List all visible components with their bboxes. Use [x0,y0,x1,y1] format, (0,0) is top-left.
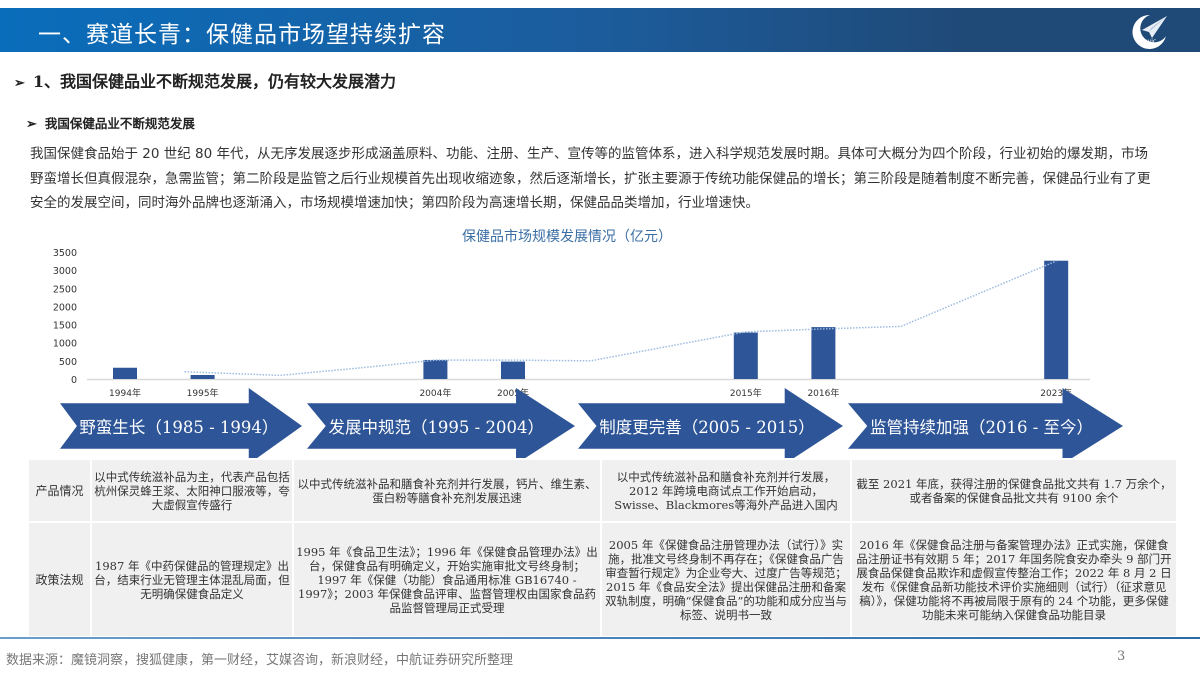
table-cell: 2016 年《保健食品注册与备案管理办法》正式实施，保健食品注册证书有效期 5 … [850,521,1178,638]
bar [1044,260,1069,379]
stage-label: 野蛮生长（1985 - 1994） [79,418,279,437]
stage-label: 监管持续加强（2016 - 至今） [870,418,1094,437]
table-cell: 以中式传统滋补品和膳食补充剂并行发展，钙片、维生素、蛋白粉等膳食补充剂发展迅速 [292,458,602,523]
table-row: 政策法规 1987 年《中药保健品的管理规定》出台，结束行业无管理主体混乱局面，… [27,521,1178,638]
table-cell: 2005 年《保健食品注册管理办法（试行）》实施，批准文号终身制不再存在；《保健… [600,521,852,638]
table-cell: 以中式传统滋补品和膳食补充剂并行发展，2012 年跨境电商试点工作开始启动，Sw… [600,458,852,523]
y-tick-label: 1500 [53,321,77,332]
data-source: 数据来源：魔镜洞察，搜狐健康，第一财经，艾媒咨询，新浪财经，中航证券研究所整理 [6,653,514,668]
stage-label: 发展中规范（1995 - 2004） [328,418,544,437]
intro-paragraph: 我国保健食品始于 20 世纪 80 年代，从无序发展逐步形成涵盖原料、功能、注册… [30,146,1151,211]
bullet-arrow-icon: ➢ [26,117,37,132]
x-tick-label: 2016年 [807,387,839,399]
table-cell: 截至 2021 年底，获得注册的保健食品批文共有 1.7 万余个，或者备案的保健… [850,458,1178,523]
page-number: 3 [1117,649,1126,664]
bar [190,375,215,379]
x-tick-label: 2015年 [730,387,762,399]
table-cell: 1987 年《中药保健品的管理规定》出台，结束行业无管理主体混乱局面，但无明确保… [90,521,294,638]
y-tick-label: 3000 [53,266,77,277]
footer-divider [0,637,1200,639]
y-tick-label: 500 [59,357,77,368]
stage-table: 产品情况 以中式传统滋补品为主，代表产品包括杭州保灵蜂王浆、太阳神口服液等，夸大… [27,458,1178,638]
table-cell: 1995 年《食品卫生法》；1996 年《保健食品管理办法》出台，保健食品有明确… [292,521,602,638]
stage-label: 制度更完善（2005 - 2015） [599,418,815,437]
bar [423,359,448,379]
bar [811,327,836,379]
plane-logo-icon: avic [1132,14,1167,49]
row-label: 政策法规 [27,521,92,638]
bar [733,332,758,379]
x-tick-label: 1995年 [187,387,219,399]
header-bar: 一、赛道长青：保健品市场望持续扩容 avic [0,8,1200,52]
y-tick-label: 2000 [53,302,77,313]
page-title: 一、赛道长青：保健品市场望持续扩容 [38,22,446,48]
market-size-chart: 0 500 1000 1500 2000 2500 3000 3500 1994年 1995年 20… [53,248,1090,399]
section-heading: ➢ 1、我国保健品业不断规范发展，仍有较大发展潜力 [14,68,396,92]
y-tick-label: 0 [71,375,77,386]
x-tick-label: 2004年 [419,387,451,399]
subsection-heading: ➢ 我国保健品业不断规范发展 [26,113,195,132]
y-tick-label: 2500 [53,284,77,295]
bullet-arrow-icon: ➢ [14,76,25,91]
trend-line [184,260,1057,377]
table-cell: 以中式传统滋补品为主，代表产品包括杭州保灵蜂王浆、太阳神口服液等，夸大虚假宣传盛… [90,458,294,523]
svg-text:avic: avic [1144,38,1156,45]
y-tick-label: 1000 [53,339,77,350]
section-title: 1、我国保健品业不断规范发展，仍有较大发展潜力 [32,72,397,91]
x-tick-label: 1994年 [109,387,141,399]
subsection-title: 我国保健品业不断规范发展 [44,116,195,131]
chart-title: 保健品市场规模发展情况（亿元） [462,229,672,245]
table-row: 产品情况 以中式传统滋补品为主，代表产品包括杭州保灵蜂王浆、太阳神口服液等，夸大… [27,458,1178,523]
row-label: 产品情况 [27,458,92,523]
bar [113,367,137,379]
y-tick-label: 3500 [53,248,77,259]
bar [501,361,525,379]
